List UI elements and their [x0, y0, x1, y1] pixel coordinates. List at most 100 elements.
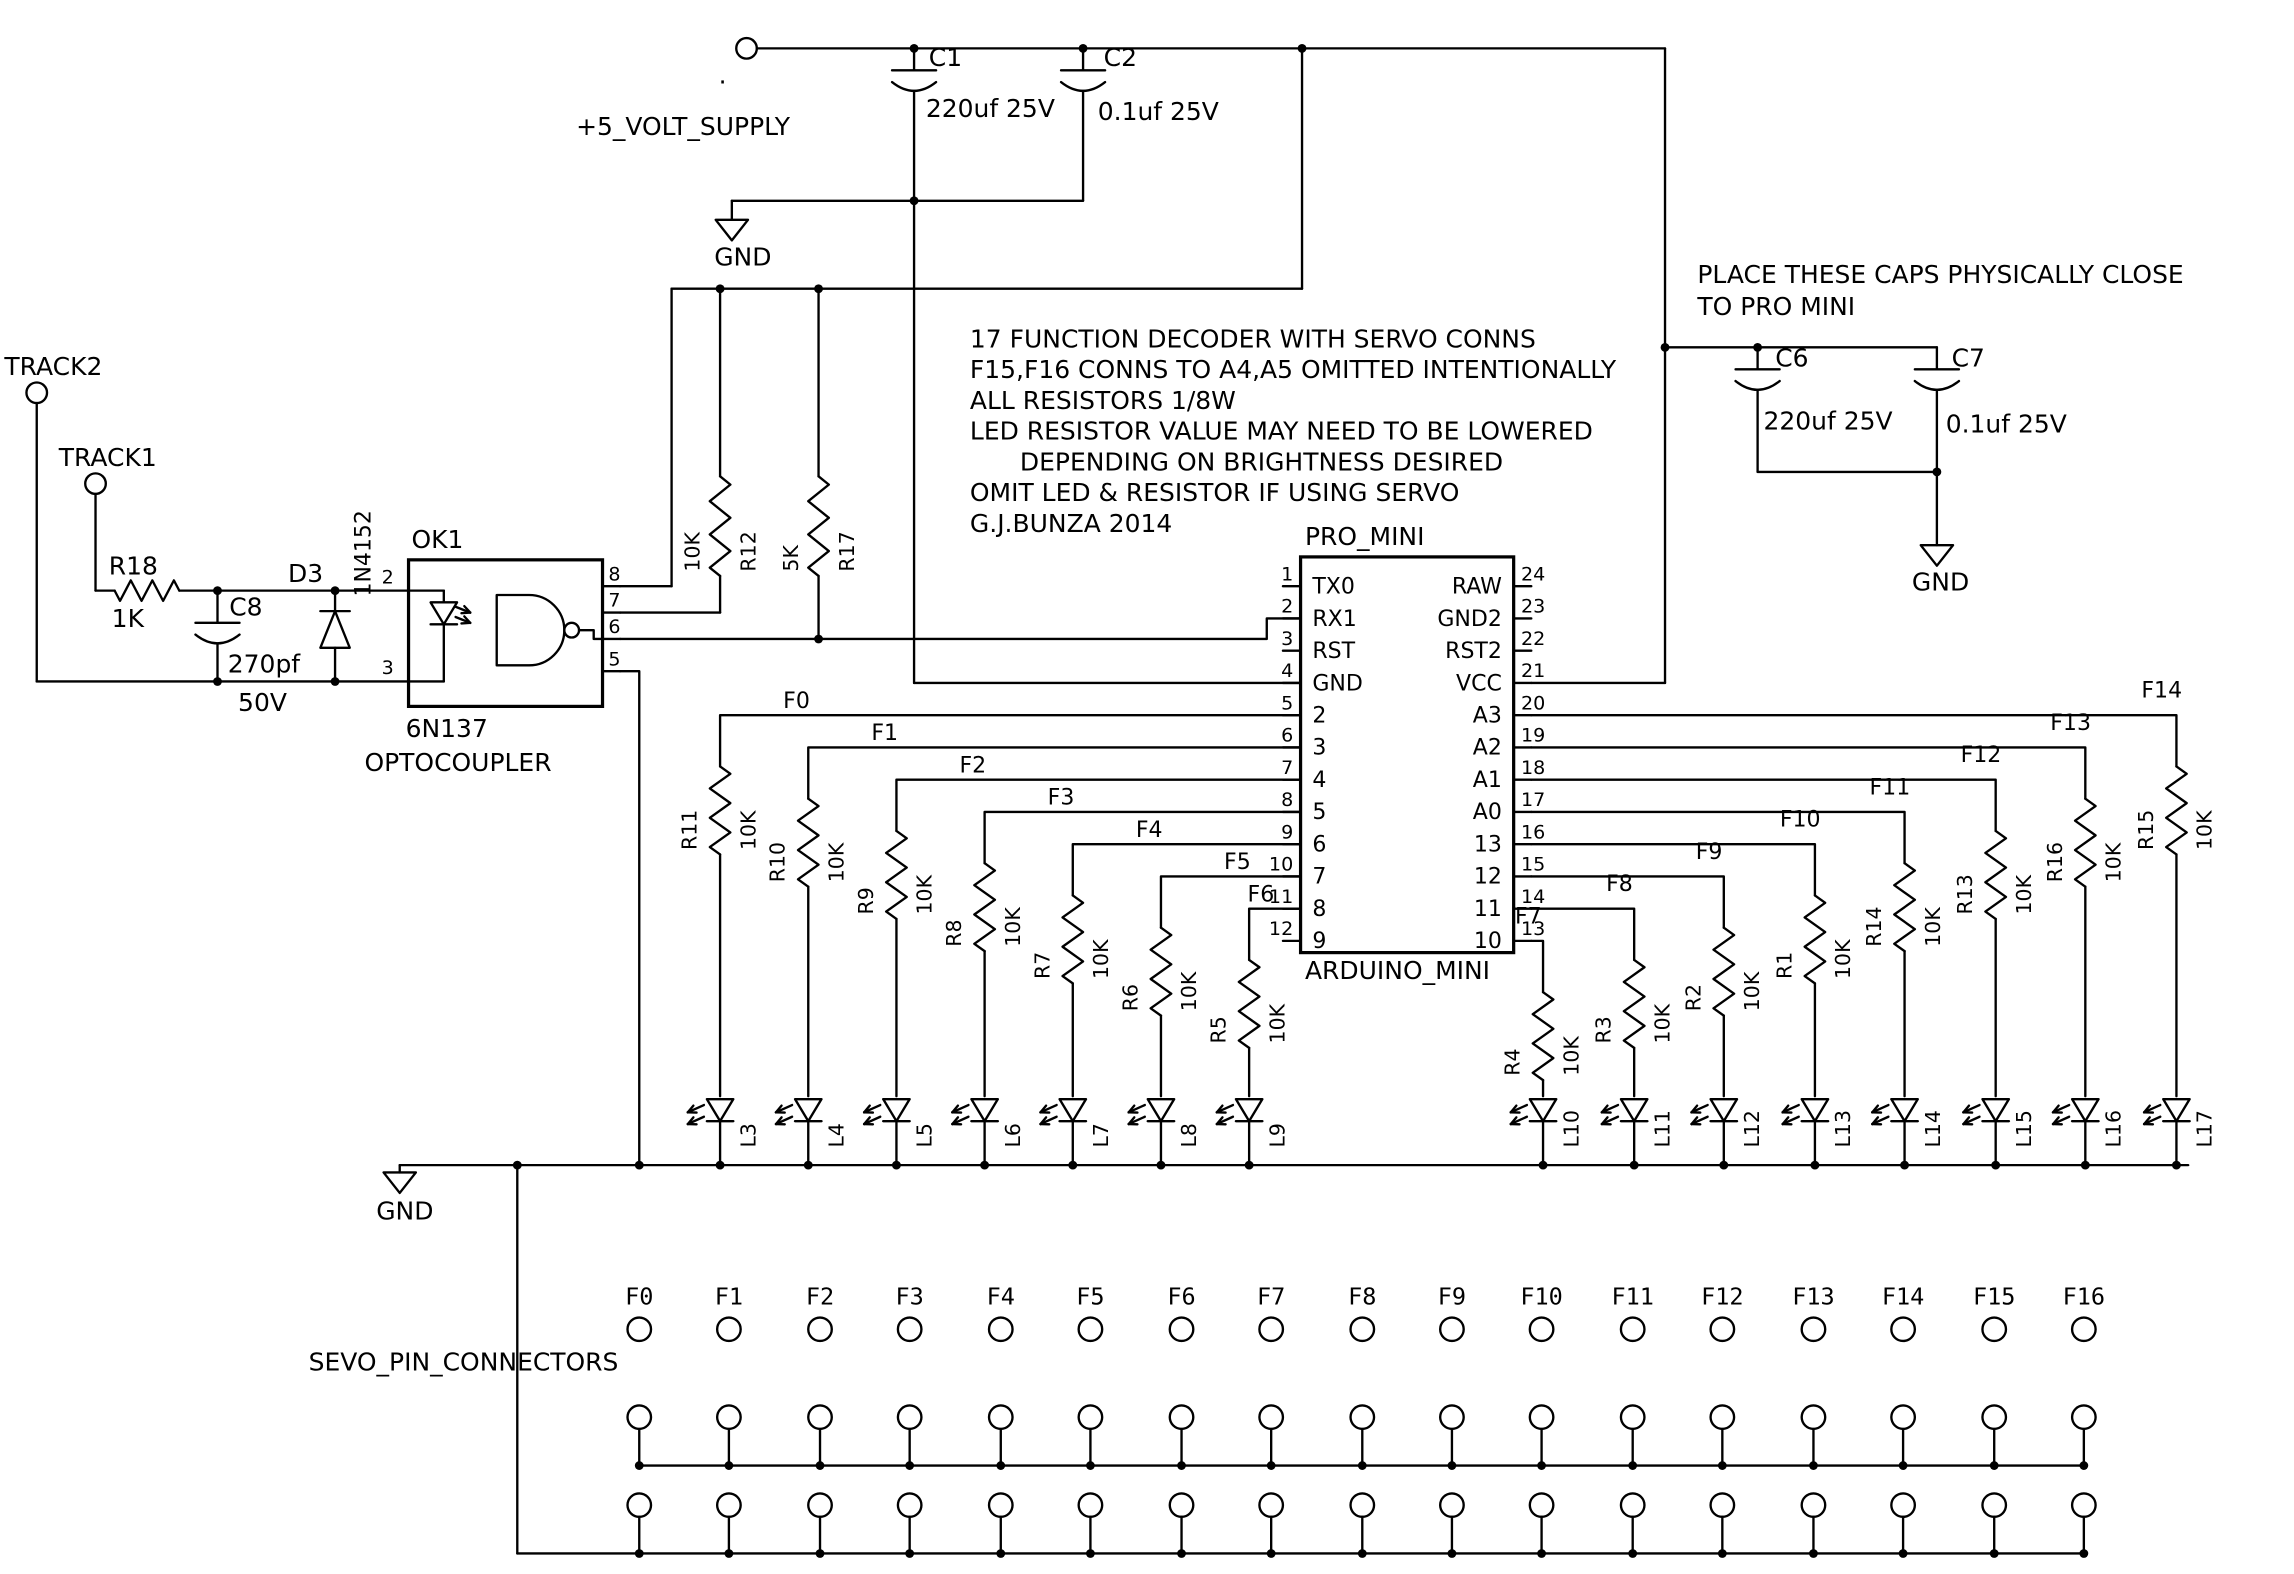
resistor-name: R11	[678, 810, 702, 850]
pin-label: 8	[1312, 897, 1326, 922]
led-arrow	[2142, 1104, 2151, 1114]
pin-number: 9	[1281, 821, 1293, 843]
pro-mini-body	[1298, 555, 1516, 955]
led-arrow	[1509, 1115, 1529, 1126]
pin-number: 8	[608, 563, 620, 585]
resistor-name: R2	[1681, 984, 1705, 1011]
servo-pin-mid	[1349, 1404, 1376, 1431]
led-arrow	[862, 1115, 882, 1126]
pin-label: 11	[1474, 897, 1502, 922]
cap-rating: 50V	[238, 688, 287, 717]
servo-pin-bottom	[1890, 1492, 1917, 1519]
note-line: TO PRO MINI	[1696, 292, 1855, 321]
resistor-body	[2164, 765, 2188, 856]
led-arrow	[1127, 1103, 1146, 1114]
resistor-value: 10K	[1921, 907, 1945, 947]
resistor-name: R7	[1030, 952, 1054, 979]
servo-pin-bottom	[1800, 1492, 1827, 1519]
servo-pin-signal	[1709, 1316, 1736, 1343]
pin-label: A0	[1473, 800, 1502, 825]
led-symbol	[1619, 1097, 1649, 1123]
opto-type: OPTOCOUPLER	[364, 748, 551, 777]
pin-number: 6	[1281, 725, 1293, 747]
servo-pin-mid	[1981, 1404, 2008, 1431]
servo-pin-mid	[626, 1404, 653, 1431]
servo-pin-signal	[2070, 1316, 2097, 1343]
note-line: OMIT LED & RESISTOR IF USING SERVO	[970, 478, 1459, 507]
function-wire	[807, 746, 1302, 800]
led-arrow	[1871, 1115, 1890, 1126]
led-arrow	[2051, 1116, 2060, 1126]
pin-number: 11	[1269, 886, 1293, 908]
led-name: L4	[825, 1123, 849, 1147]
led-symbol	[1528, 1097, 1558, 1123]
resistor-body	[113, 579, 181, 603]
function-wire	[1530, 714, 2178, 768]
led-arrow	[1781, 1116, 1790, 1126]
led-arrow	[1962, 1115, 1981, 1126]
resistor-value: 10K	[1177, 971, 1201, 1011]
cap-value: 220uf 25V	[926, 94, 1055, 123]
net-label: F6	[1248, 882, 1275, 907]
servo-col-header: F5	[1076, 1282, 1104, 1310]
resistor-name: R13	[1953, 874, 1977, 914]
resistor-name: R15	[2134, 810, 2158, 850]
led-symbol	[1890, 1097, 1919, 1123]
note-line: ALL RESISTORS 1/8W	[970, 386, 1236, 415]
junction-dot	[512, 1160, 522, 1170]
servo-pin-bottom	[2070, 1492, 2097, 1519]
pin-number: 24	[1521, 563, 1545, 585]
led-name: L6	[1001, 1123, 1025, 1147]
led-symbol	[1058, 1097, 1088, 1123]
pin-label: 9	[1312, 929, 1326, 954]
function-wire	[1159, 875, 1302, 929]
led-arrow	[2142, 1115, 2162, 1126]
track1-terminal	[84, 472, 107, 496]
function-wire	[1247, 907, 1302, 962]
led-arrow	[1127, 1116, 1136, 1126]
resistor-name: R18	[109, 552, 158, 581]
opto-gate-output	[577, 629, 604, 641]
cap-ref: C6	[1775, 343, 1808, 372]
pin-number: 3	[1281, 628, 1293, 650]
cap-value: 0.1uf 25V	[1098, 97, 1219, 126]
pin-number: 16	[1521, 821, 1545, 843]
led-arrow	[1215, 1104, 1224, 1114]
pin-number: 23	[1521, 596, 1545, 618]
led-arrow	[2051, 1115, 2071, 1126]
led-arrow	[774, 1103, 794, 1114]
resistor-body	[1893, 862, 1917, 953]
pin-number: 2	[1281, 596, 1293, 618]
servo-pin-signal	[807, 1316, 833, 1343]
pin-number: 5	[1281, 692, 1293, 714]
resistor-body	[708, 765, 732, 856]
pin-label: 6	[1312, 833, 1326, 858]
led-arrow	[686, 1115, 706, 1126]
pin-label: RST	[1312, 639, 1355, 664]
notes: 17 FUNCTION DECODER WITH SERVO CONNSF15,…	[970, 324, 1617, 538]
led-name: L10	[1559, 1110, 1583, 1148]
function-wire	[1530, 746, 2087, 800]
pin-number: 1	[1281, 563, 1293, 585]
servo-pin-mid	[987, 1404, 1014, 1431]
opto-part: 6N137	[406, 714, 488, 743]
resistor-name: R17	[835, 531, 859, 571]
resistor-value: 10K	[1650, 1003, 1674, 1043]
led-arrow	[1690, 1115, 1709, 1126]
resistor-value: 10K	[2193, 810, 2217, 850]
note-line: LED RESISTOR VALUE MAY NEED TO BE LOWERE…	[970, 417, 1593, 446]
resistor-value: 10K	[680, 531, 704, 571]
opto-gnd-wire	[618, 670, 641, 1167]
junction-dot	[1660, 342, 1670, 352]
led-name: L7	[1089, 1123, 1113, 1147]
servo-pin-bottom	[1981, 1492, 2008, 1519]
led-arrow	[1127, 1115, 1146, 1126]
resistor-name: R14	[1862, 906, 1886, 946]
diode-name: D3	[288, 559, 323, 588]
servo-pin-signal	[1168, 1316, 1195, 1343]
servo-pin-signal	[1077, 1316, 1104, 1343]
servo-pin-bottom	[1619, 1492, 1646, 1519]
